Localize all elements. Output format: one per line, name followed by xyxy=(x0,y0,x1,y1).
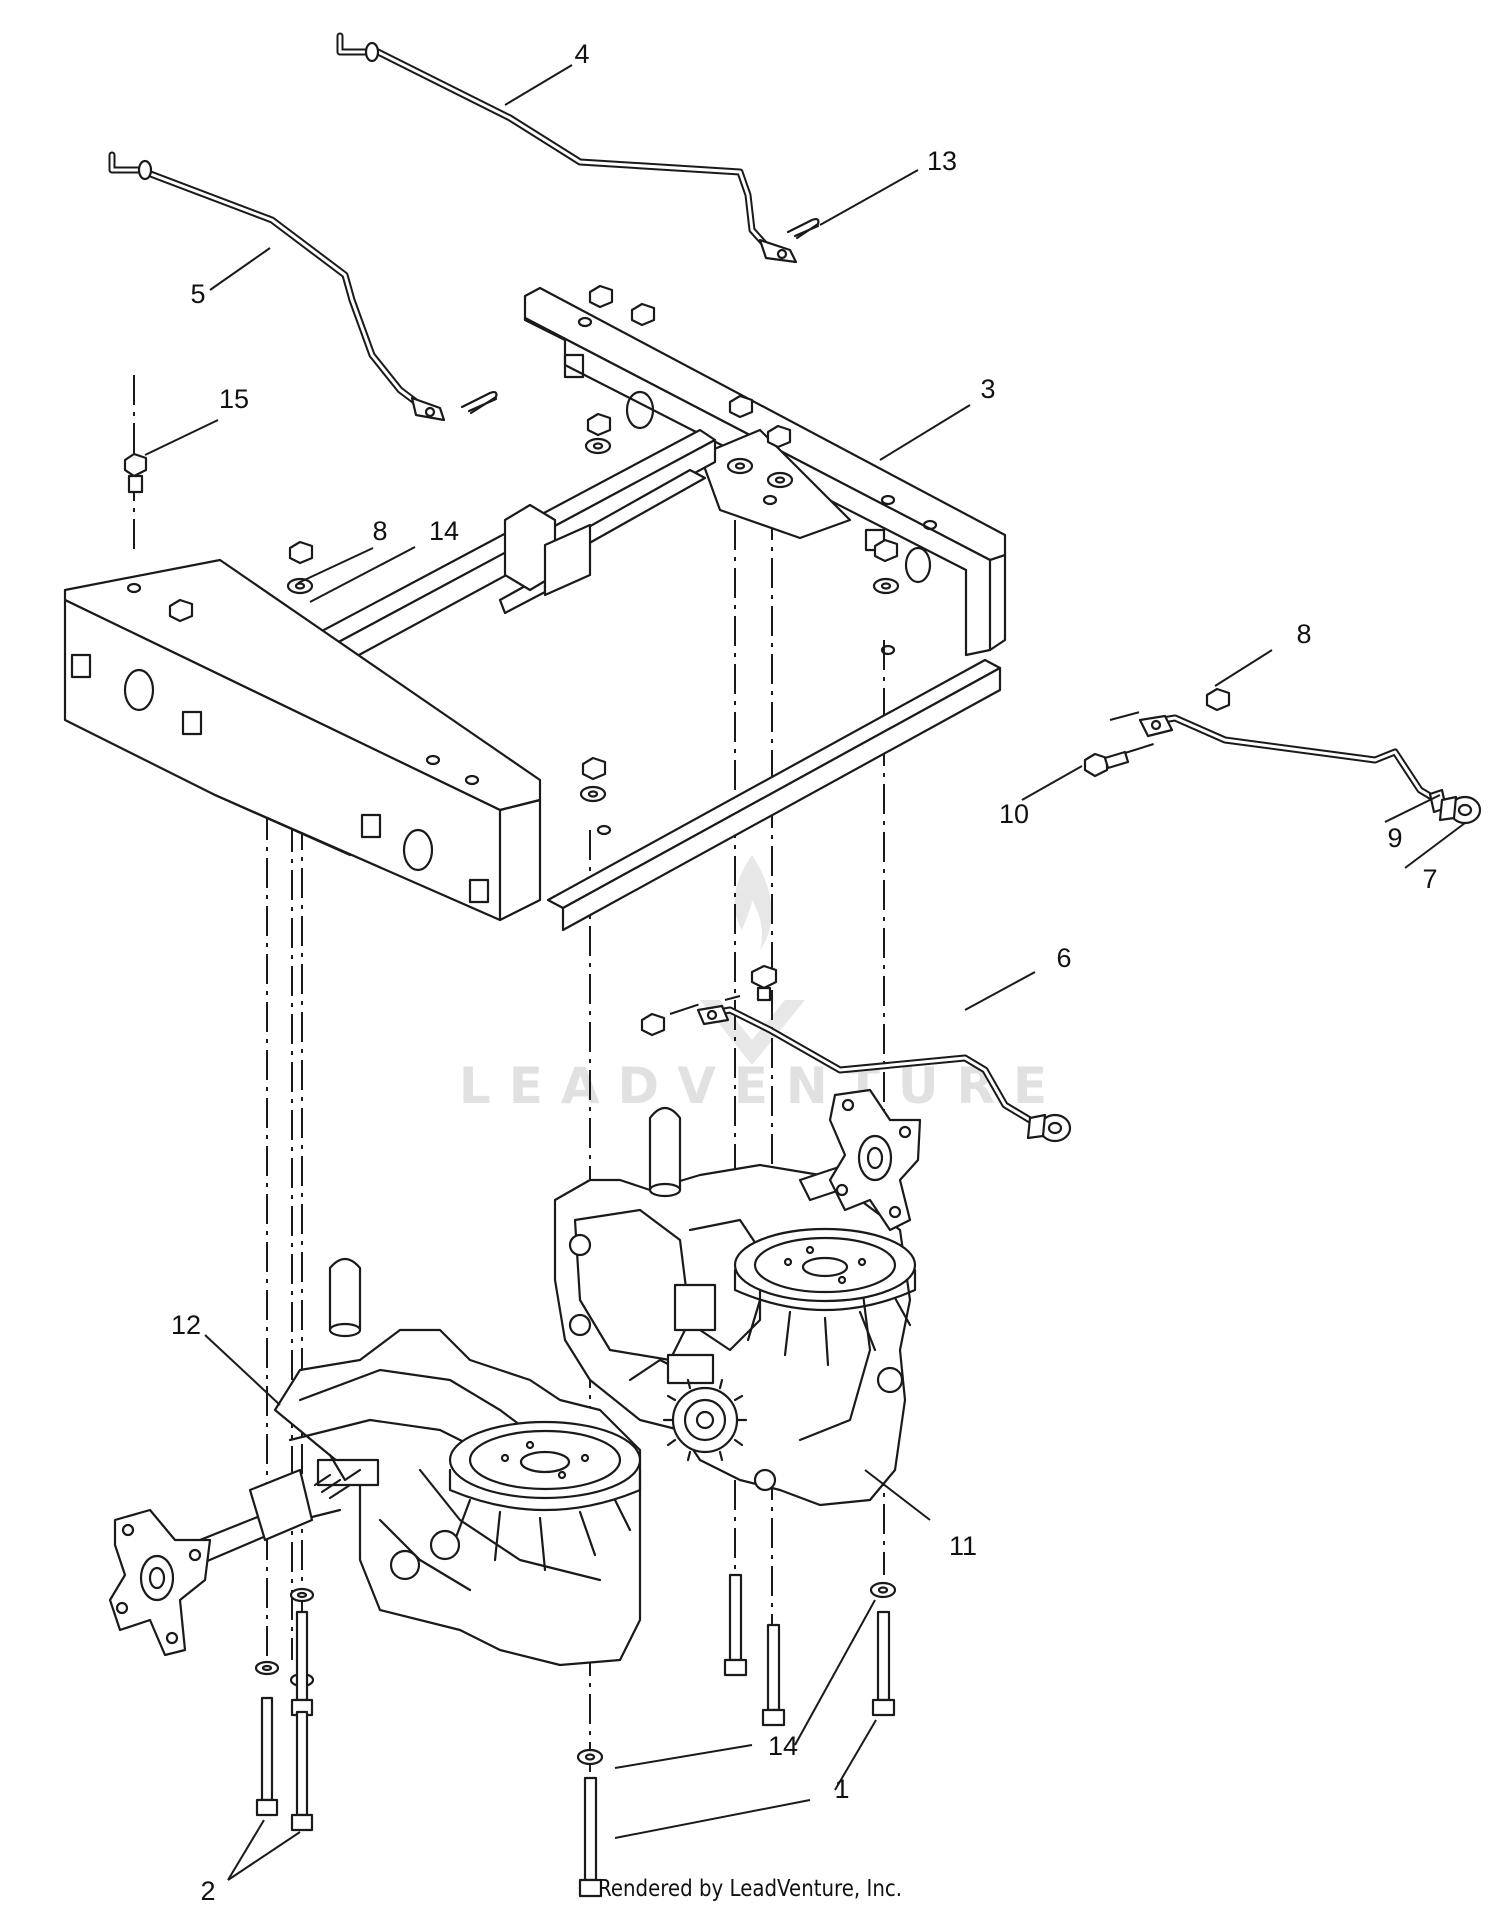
drag-link-7 xyxy=(1138,714,1482,825)
transaxle-12 xyxy=(108,1257,642,1667)
watermark-logo-icon xyxy=(700,855,805,1065)
callout-8-left: 8 xyxy=(372,516,387,546)
callout-11: 11 xyxy=(949,1531,977,1561)
hardware-nuts-washers xyxy=(123,284,900,803)
leader-lines xyxy=(144,64,1466,1881)
callout-12: 12 xyxy=(171,1310,201,1340)
callout-14-bottom: 14 xyxy=(768,1731,798,1761)
transaxle-11 xyxy=(553,1088,922,1507)
watermark-text: LEADVENTURE xyxy=(459,1057,1065,1115)
frame-weldment-3 xyxy=(63,286,1007,932)
bolt-10 xyxy=(1083,750,1130,778)
callout-13: 13 xyxy=(927,146,957,176)
flange-nut xyxy=(168,284,899,781)
callout-14-top: 14 xyxy=(429,516,459,546)
hairpin-clip-13 xyxy=(460,218,820,415)
callout-7: 7 xyxy=(1422,864,1437,894)
callout-15: 15 xyxy=(219,384,249,414)
callout-9: 9 xyxy=(1387,823,1402,853)
lower-hardware xyxy=(254,1573,897,1898)
callout-1: 1 xyxy=(834,1774,849,1804)
callout-2: 2 xyxy=(200,1876,215,1906)
drag-link-6 xyxy=(640,964,1072,1143)
nut-8-right xyxy=(1205,687,1231,712)
flat-washer xyxy=(286,437,900,803)
callout-3: 3 xyxy=(980,374,995,404)
callout-labels: 4 13 5 15 3 8 14 8 10 9 7 6 12 11 14 1 2 xyxy=(171,39,1438,1906)
hex-bolt-15 xyxy=(123,452,148,494)
callout-8-right: 8 xyxy=(1296,619,1311,649)
callout-4: 4 xyxy=(574,39,589,69)
footer-credit: Rendered by LeadVenture, Inc. xyxy=(597,1876,903,1902)
callout-6: 6 xyxy=(1056,943,1071,973)
control-rod-4 xyxy=(336,32,798,264)
callout-5: 5 xyxy=(190,279,205,309)
control-rod-5 xyxy=(108,151,446,422)
callout-10: 10 xyxy=(999,799,1029,829)
